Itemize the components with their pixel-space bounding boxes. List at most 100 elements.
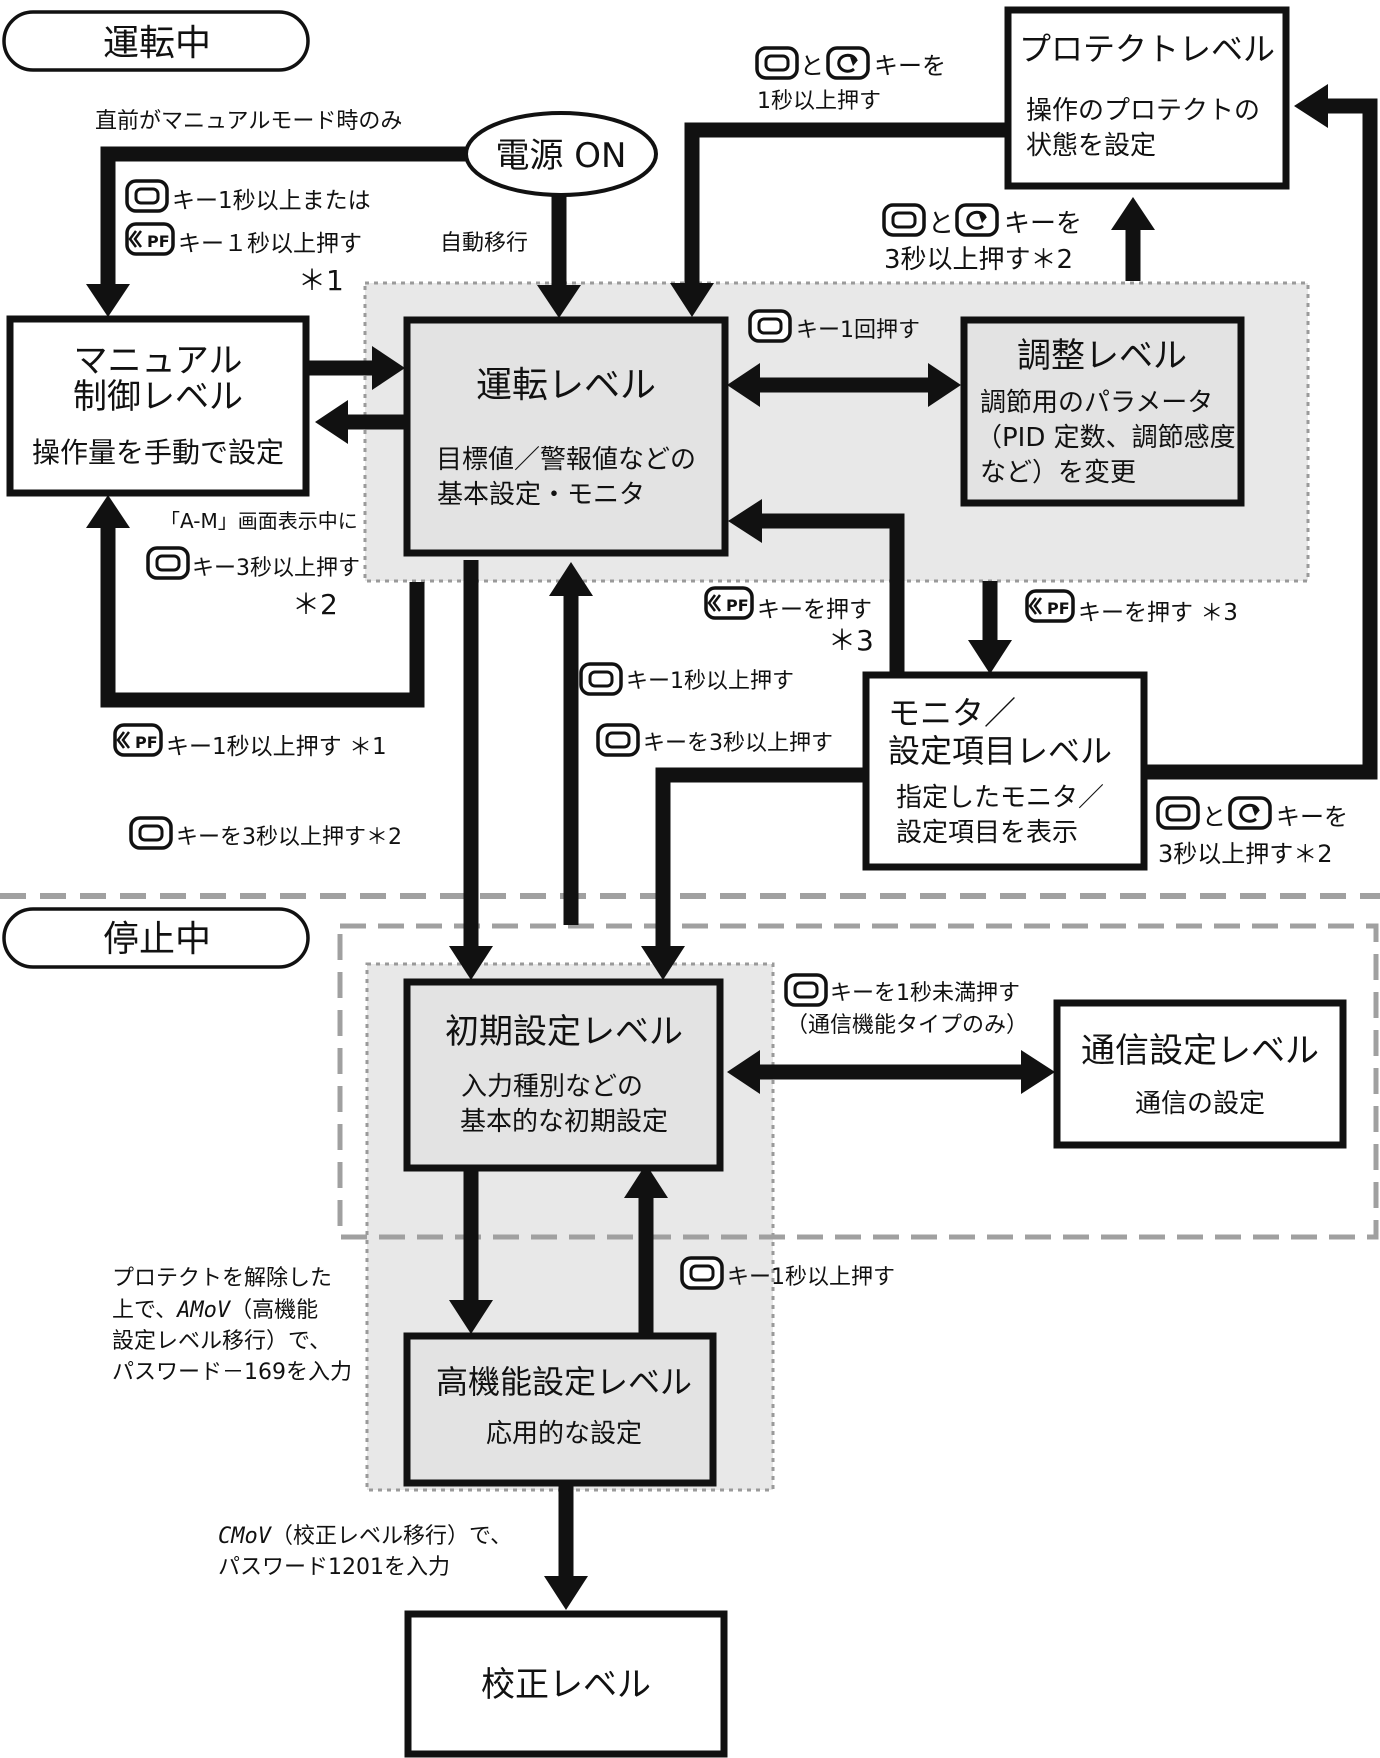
note-3-marker: ＊3 — [828, 624, 874, 657]
level-key-icon — [755, 46, 799, 80]
advanced-level-title: 高機能設定レベル — [436, 1363, 692, 1401]
adjustment-level-desc-1: 調節用のパラメータ — [980, 388, 1213, 418]
protect-level: プロテクトレベル 操作のプロテクトの 状態を設定 — [1004, 6, 1290, 190]
adv-note-1: プロテクトを解除した — [112, 1266, 332, 1291]
comm-level-title: 通信設定レベル — [1081, 1031, 1319, 1071]
cal-code: CMoV — [218, 1524, 273, 1549]
operation-level-desc-1: 目標値／警報値などの — [436, 445, 696, 475]
communication-setting-level: 通信設定レベル 通信の設定 — [1053, 999, 1347, 1149]
operation-level-desc-2: 基本設定・モニタ — [437, 480, 645, 510]
and-label: と — [800, 52, 824, 80]
level-key-icon — [125, 179, 169, 213]
note-2-marker: ＊2 — [292, 588, 338, 621]
protect-top-label-a: キーを — [874, 52, 946, 80]
protect-mid-label-b: 3秒以上押す＊2 — [884, 245, 1073, 275]
pf-press-note-label: キーを押す ＊3 — [1078, 600, 1238, 626]
protect-mid-label-a: キーを — [1004, 209, 1082, 239]
level-key-icon — [129, 816, 173, 850]
initial-level-title: 初期設定レベル — [445, 1012, 683, 1052]
protect-level-desc-2: 状態を設定 — [1026, 131, 1156, 161]
adv-code: AMoV — [175, 1298, 232, 1323]
pf-key-text: PF — [135, 733, 158, 752]
manual-level-title-1: マニュアル — [74, 341, 243, 381]
mode-key-icon — [1228, 796, 1272, 830]
mode-key-icon — [955, 203, 999, 237]
cal-note-1: CMoV（校正レベル移行）で、 — [218, 1524, 512, 1549]
adv-note-2: 上で、AMoV（高機能 — [112, 1298, 318, 1323]
communication-zone — [337, 923, 1379, 1240]
level-key-icon — [146, 546, 190, 580]
key-3s-label: キー3秒以上押す — [192, 556, 360, 581]
operation-level: 運転レベル 目標値／警報値などの 基本設定・モニタ — [403, 316, 729, 557]
and-label: と — [928, 209, 954, 239]
stopped-state-badge: 停止中 — [2, 907, 310, 969]
calibration-level-title: 校正レベル — [481, 1665, 651, 1705]
protect-level-title: プロテクトレベル — [1019, 30, 1275, 68]
power-on-node: 電源 ON — [464, 111, 658, 197]
key-3s-note-label: キーを3秒以上押す＊2 — [176, 825, 402, 850]
comm-key-label: キーを1秒未満押す — [830, 981, 1020, 1006]
manual-control-level: マニュアル 制御レベル 操作量を手動で設定 — [6, 315, 310, 497]
key-1s-press-label: キー1秒以上押す — [626, 669, 794, 694]
cal-note-1a: （校正レベル移行）で、 — [271, 1524, 512, 1549]
monitor-level-desc-1: 指定したモニタ／ — [896, 783, 1104, 813]
pf-1s-note-label: キー1秒以上押す ＊1 — [166, 734, 387, 760]
initial-level-desc-1: 入力種別などの — [461, 1072, 643, 1102]
adjustment-level: 調整レベル 調節用のパラメータ （PID 定数、調節感度 など）を変更 — [960, 316, 1245, 507]
manual-only-note: 直前がマニュアルモード時のみ — [95, 109, 402, 134]
am-screen-label: 「A-M」画面表示中に — [160, 509, 358, 533]
key-once-label: キー1回押す — [796, 318, 920, 343]
monitor-right-label-b: 3秒以上押す＊2 — [1158, 840, 1333, 868]
adjustment-level-desc-2: （PID 定数、調節感度 — [976, 423, 1236, 453]
adv-note-3: 設定レベル移行）で、 — [112, 1329, 331, 1354]
advanced-level-desc: 応用的な設定 — [486, 1419, 642, 1449]
level-key-icon — [882, 203, 926, 237]
adv-note-2a: 上で、 — [112, 1298, 177, 1323]
manual-level-title-2: 制御レベル — [73, 377, 243, 417]
running-state-label: 運転中 — [103, 23, 211, 64]
pf-key-text: PF — [147, 232, 170, 251]
initial-setting-level: 初期設定レベル 入力種別などの 基本的な初期設定 — [403, 978, 724, 1172]
monitor-level-desc-2: 設定項目を表示 — [896, 818, 1078, 848]
auto-transition-label: 自動移行 — [440, 231, 528, 256]
protect-top-label-b: 1秒以上押す — [757, 89, 881, 114]
key-1s-or-label: キー1秒以上または — [172, 188, 371, 214]
power-on-label: 電源 ON — [495, 136, 626, 176]
level-key-icon — [784, 973, 828, 1007]
level-key-icon — [579, 662, 623, 696]
monitor-level-title-2: 設定項目レベル — [888, 732, 1112, 770]
operation-level-title: 運転レベル — [476, 365, 656, 406]
protect-level-desc-1: 操作のプロテクトの — [1026, 96, 1260, 126]
adjustment-level-title: 調整レベル — [1017, 336, 1187, 376]
note-1-marker: ＊1 — [298, 264, 344, 297]
monitor-level-title-1: モニタ／ — [888, 694, 1016, 732]
level-key-icon — [596, 723, 640, 757]
cal-note-2: パスワード1201を入力 — [218, 1555, 450, 1580]
level-key-icon — [1156, 796, 1200, 830]
pf-key-text: PF — [726, 596, 749, 615]
monitor-setting-level: モニタ／ 設定項目レベル 指定したモニタ／ 設定項目を表示 — [862, 671, 1148, 871]
pf-1s-label: キー１秒以上押す — [178, 231, 362, 257]
connectors — [86, 84, 1378, 1610]
adjustment-level-desc-3: など）を変更 — [980, 458, 1136, 488]
stopped-state-label: 停止中 — [103, 919, 211, 960]
mode-key-icon — [826, 46, 870, 80]
running-state-badge: 運転中 — [2, 10, 310, 72]
calibration-level: 校正レベル — [404, 1610, 728, 1758]
adv-note-4: パスワード－169を入力 — [112, 1360, 352, 1385]
advanced-function-level: 高機能設定レベル 応用的な設定 — [403, 1332, 717, 1487]
adv-key-label: キー1秒以上押す — [727, 1265, 895, 1290]
level-key-icon — [680, 1256, 724, 1290]
manual-level-desc: 操作量を手動で設定 — [32, 436, 284, 469]
level-key-icon — [748, 309, 792, 343]
pf-press-label: キーを押す — [757, 597, 872, 623]
and-label: と — [1202, 803, 1226, 831]
key-3s-press-label: キーを3秒以上押す — [643, 731, 833, 756]
comm-level-desc: 通信の設定 — [1135, 1089, 1265, 1119]
pf-key-text: PF — [1047, 599, 1070, 618]
monitor-right-label-a: キーを — [1276, 803, 1348, 831]
adv-note-2b: （高機能 — [230, 1298, 318, 1323]
comm-only-label: （通信機能タイプのみ） — [786, 1013, 1028, 1038]
initial-level-desc-2: 基本的な初期設定 — [460, 1107, 668, 1137]
